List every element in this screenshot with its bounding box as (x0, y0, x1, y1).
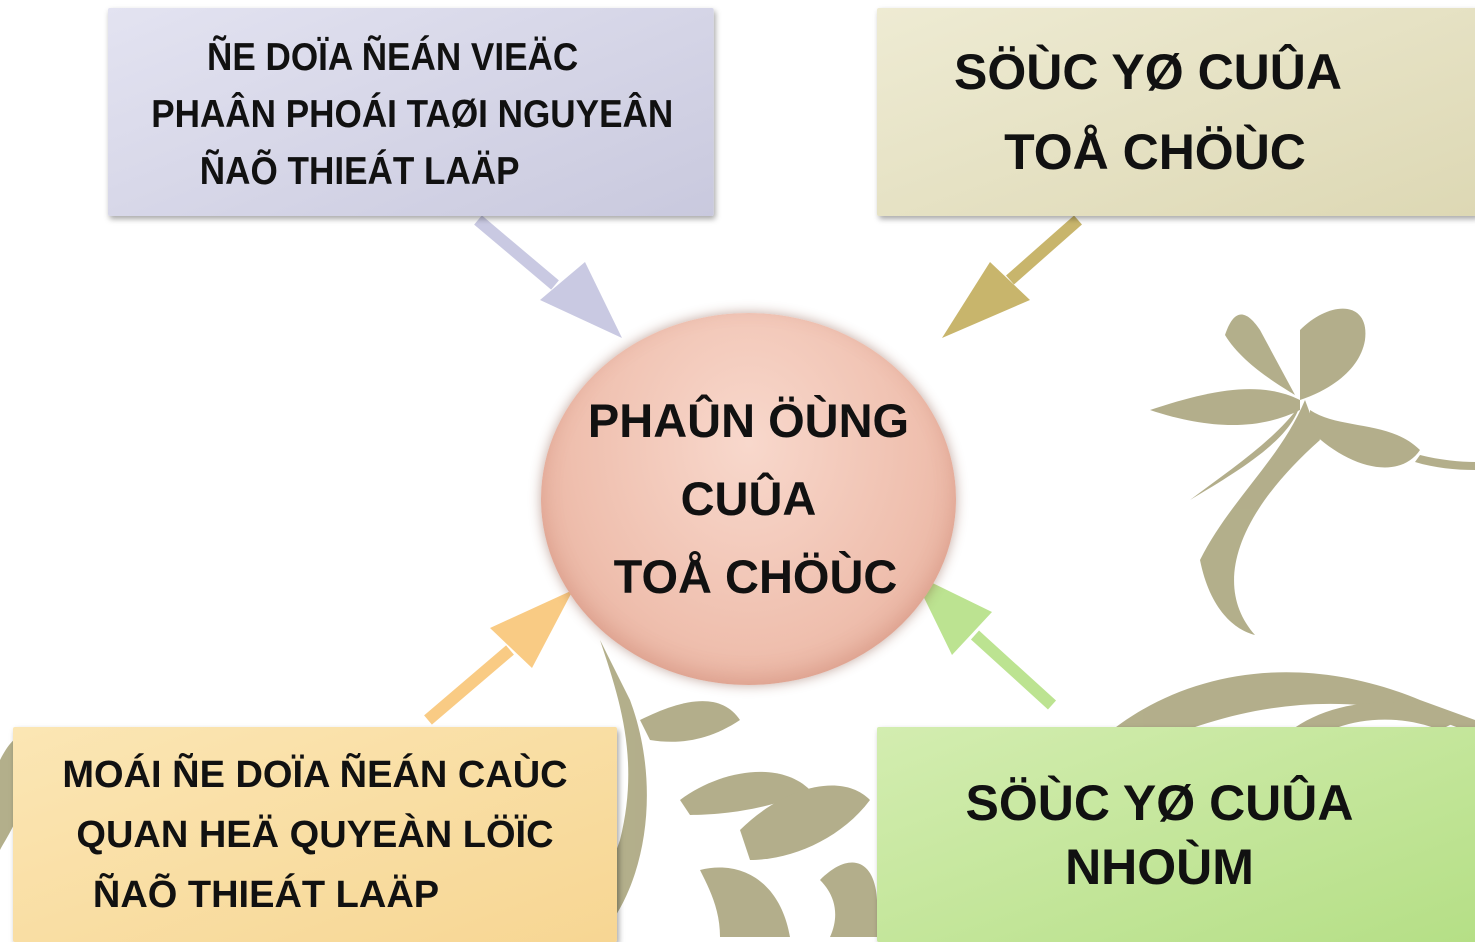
center-line-1: PHAÛN ÖÙNG (587, 394, 910, 447)
box-tl-line-2: PHAÂN PHOÁI TAØI NGUYEÂN (151, 92, 674, 136)
box-group-inertia: SÖÙC YØ CUÛA NHOÙM (877, 727, 1475, 942)
box-threat-to-resource-allocation: ÑE DOÏA ÑEÁN VIEÄC PHAÂN PHOÁI TAØI NGUY… (108, 8, 714, 216)
box-tl-line-3: ÑAÕ THIEÁT LAÄP (199, 149, 520, 193)
box-bl-line-3: ÑAÕ THIEÁT LAÄP (92, 873, 440, 916)
arrow-top-right (942, 215, 1082, 338)
box-tr-line-1: SÖÙC YØ CUÛA (953, 44, 1342, 100)
arrow-bottom-left (424, 590, 573, 725)
box-br-line-1: SÖÙC YØ CUÛA (965, 774, 1354, 831)
center-line-3: TOÅ CHÖÙC (613, 550, 898, 603)
box-tr-line-2: TOÅ CHÖÙC (1004, 124, 1306, 180)
arrow-top-left (474, 215, 622, 338)
center-organizational-response: PHAÛN ÖÙNG CUÛA TOÅ CHÖÙC (541, 313, 956, 685)
center-line-2: CUÛA (680, 472, 817, 525)
box-bl-line-2: QUAN HEÄ QUYEÀN LÖÏC (76, 813, 554, 856)
box-organizational-inertia: SÖÙC YØ CUÛA TOÅ CHÖÙC (877, 8, 1475, 216)
box-tl-line-1: ÑE DOÏA ÑEÁN VIEÄC (207, 35, 579, 79)
box-br-line-2: NHOÙM (1065, 838, 1254, 895)
box-bl-line-1: MOÁI ÑE DOÏA ÑEÁN CAÙC (62, 753, 568, 796)
box-threat-to-power-relations: MOÁI ÑE DOÏA ÑEÁN CAÙC QUAN HEÄ QUYEÀN L… (13, 727, 617, 942)
arrow-bottom-right (912, 573, 1057, 710)
